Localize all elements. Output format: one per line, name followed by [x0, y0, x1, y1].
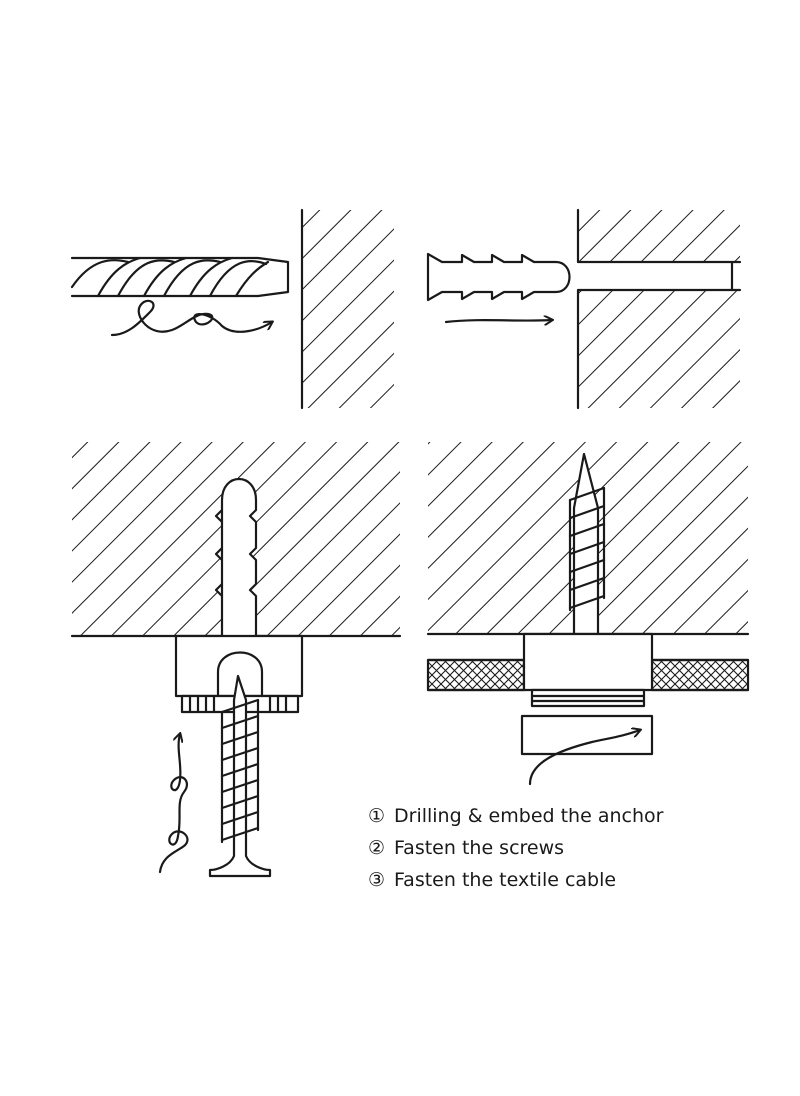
steps-list: ① Drilling & embed the anchor ② Fasten the…: [368, 800, 788, 896]
rotation-arrow-icon: [528, 730, 640, 786]
panel-insert-anchor: [426, 208, 742, 410]
drill-bit-icon: [70, 256, 290, 298]
panel-fasten-cable: [426, 442, 750, 786]
wall-anchor-icon: [214, 477, 258, 638]
step-1-text: Drilling & embed the anchor: [394, 805, 664, 827]
step-1-marker: ①: [368, 805, 386, 827]
panel-fasten-screw: [70, 442, 402, 878]
step-2-text: Fasten the screws: [394, 837, 565, 859]
textile-cable-icon: [426, 658, 750, 692]
step-2: ② Fasten the screws: [368, 832, 788, 864]
step-2-marker: ②: [368, 837, 386, 859]
step-3: ③ Fasten the textile cable: [368, 864, 788, 896]
wall-anchor-icon: [426, 252, 571, 302]
rotation-arrow-icon: [158, 734, 189, 874]
screw-icon: [208, 674, 272, 878]
rotation-arrow-icon: [110, 299, 272, 337]
step-1: ① Drilling & embed the anchor: [368, 800, 788, 832]
step-3-marker: ③: [368, 869, 386, 891]
wall-section: [302, 210, 394, 408]
panel-drilling: [70, 208, 394, 410]
step-3-text: Fasten the textile cable: [394, 869, 617, 891]
screw-icon: [568, 452, 606, 636]
direction-arrow: [444, 320, 552, 322]
